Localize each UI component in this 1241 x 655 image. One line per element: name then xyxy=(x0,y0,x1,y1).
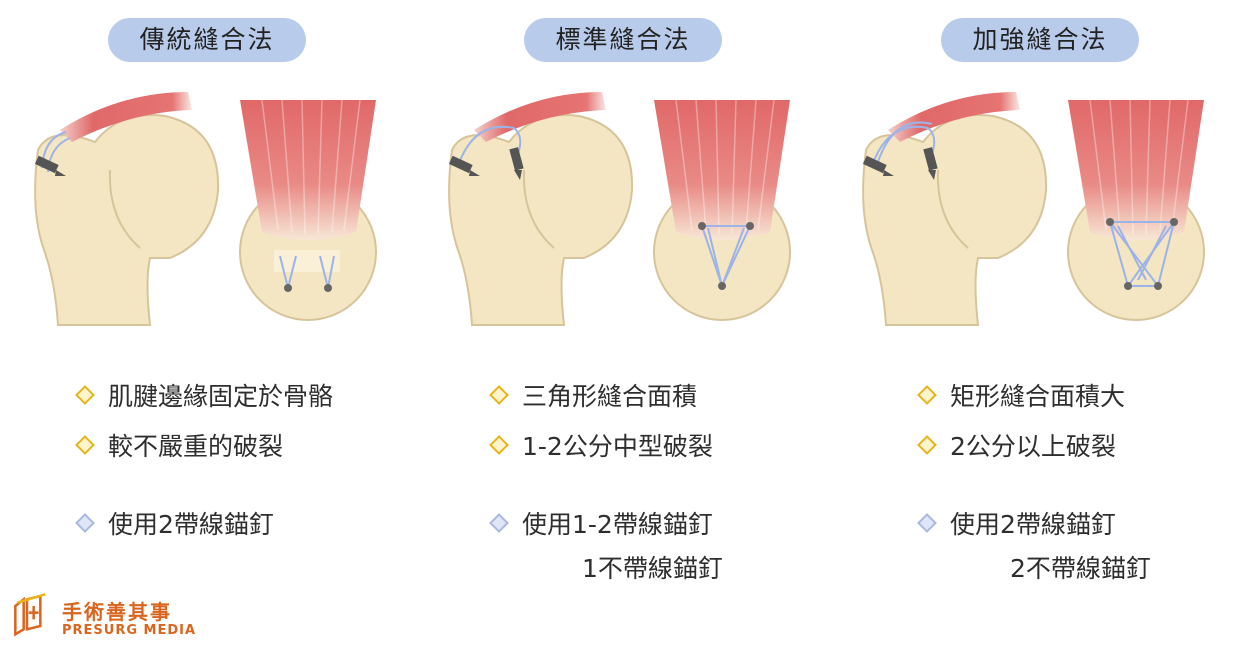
technique-column-traditional: 傳統縫合法 xyxy=(0,0,414,655)
technique-column-enhanced: 加強縫合法 xyxy=(828,0,1241,655)
humerus-bone xyxy=(862,114,1048,326)
gold-diamond-bullet xyxy=(489,385,509,405)
technique-title: 標準縫合法 xyxy=(524,18,722,62)
supraspinatus-muscle xyxy=(1068,100,1204,240)
suture-anchor-icon xyxy=(34,155,66,176)
technique-column-standard: 標準縫合法 xyxy=(414,0,828,655)
enhanced-repair-illustration xyxy=(862,92,1205,326)
gold-diamond-bullet xyxy=(917,385,937,405)
supraspinatus-muscle xyxy=(654,100,790,240)
humerus-bone xyxy=(448,114,634,326)
gold-diamond-bullet xyxy=(489,435,509,455)
traditional-repair-illustration xyxy=(34,92,377,326)
logo-name-chinese: 手術善其事 xyxy=(62,600,172,624)
rotator-cuff-tendon xyxy=(474,92,606,142)
anchor-line-continued: 1不帶線錨釘 xyxy=(582,554,723,583)
suture-anchor-icon xyxy=(862,155,894,176)
anchor-bullet: 使用2帶線錨釘 xyxy=(75,508,274,542)
rotator-cuff-tendon xyxy=(888,92,1020,142)
technique-title: 傳統縫合法 xyxy=(108,18,306,62)
bullet-point: 三角形縫合面積 xyxy=(489,380,697,414)
logo-name-english: PRESURG MEDIA xyxy=(62,623,197,638)
bullet-point: 較不嚴重的破裂 xyxy=(75,430,283,464)
suture-anchor-icon xyxy=(923,147,938,180)
bullet-point: 1-2公分中型破裂 xyxy=(489,430,713,464)
rotator-cuff-tendon xyxy=(60,92,192,142)
bullet-point: 矩形縫合面積大 xyxy=(917,380,1125,414)
bullet-point: 肌腱邊緣固定於骨骼 xyxy=(75,380,333,414)
anchor-bullet: 使用1-2帶線錨釘 xyxy=(489,508,713,542)
humerus-bone xyxy=(34,114,220,326)
suture-anchor-icon xyxy=(448,155,480,176)
bullet-point: 2公分以上破裂 xyxy=(917,430,1116,464)
blue-diamond-bullet xyxy=(489,513,509,533)
gold-diamond-bullet xyxy=(75,385,95,405)
gold-diamond-bullet xyxy=(917,435,937,455)
blue-diamond-bullet xyxy=(75,513,95,533)
blue-diamond-bullet xyxy=(917,513,937,533)
supraspinatus-muscle xyxy=(240,100,376,240)
gold-diamond-bullet xyxy=(75,435,95,455)
presurg-logo-icon xyxy=(14,593,46,637)
technique-title: 加強縫合法 xyxy=(941,18,1139,62)
anchor-line-continued: 2不帶線錨釘 xyxy=(1010,554,1151,583)
suture-anchor-icon xyxy=(509,147,524,180)
standard-repair-illustration xyxy=(448,92,791,326)
anchor-bullet: 使用2帶線錨釘 xyxy=(917,508,1116,542)
